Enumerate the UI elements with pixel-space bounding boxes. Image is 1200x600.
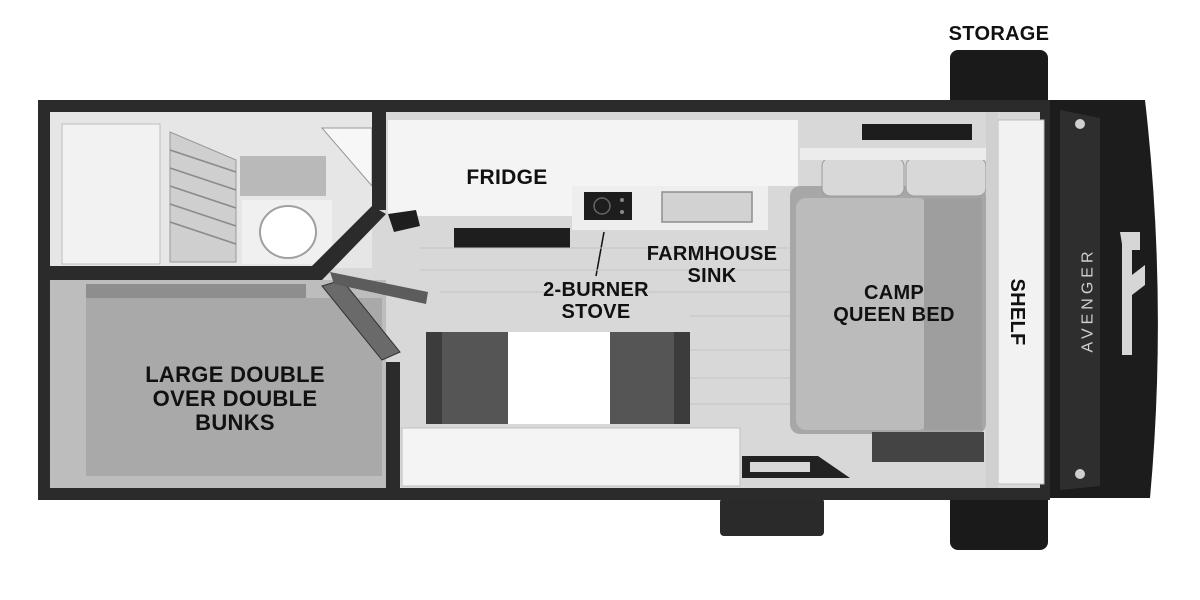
burner-icon <box>593 197 611 215</box>
sink-label: FARMHOUSE SINK <box>632 243 792 287</box>
bed-sheet-right <box>924 198 982 430</box>
kitchen-door-arm <box>330 272 428 304</box>
bunk-ladder-shadow <box>86 284 306 298</box>
bunks-label: LARGE DOUBLE OVER DOUBLE BUNKS <box>118 363 352 434</box>
bed-label-line-1: CAMP <box>863 282 925 304</box>
headboard <box>800 148 986 160</box>
sink-icon <box>661 191 753 223</box>
stove-label-line-2: STOVE <box>561 300 631 323</box>
floor-planks <box>420 247 800 405</box>
shelf-label: SHELF <box>1005 278 1028 346</box>
fridge <box>388 120 572 216</box>
bunks-label-line-1: LARGE DOUBLE <box>145 362 325 387</box>
toilet-icon <box>259 205 317 259</box>
range-hood <box>454 228 570 248</box>
bed-mattress <box>796 198 928 430</box>
bathroom-bottom-wall <box>50 266 312 280</box>
sink-label-line-2: SINK <box>687 264 737 287</box>
brand-logo-icon <box>1120 232 1145 355</box>
bunk-mattress <box>86 298 382 476</box>
shower-louvers <box>169 149 237 245</box>
pillow-left <box>821 157 905 197</box>
storage-bin-bottom <box>950 492 1048 550</box>
storage-label: STORAGE <box>948 23 1050 45</box>
dinette-table <box>508 332 612 424</box>
marker-light-icon <box>1075 469 1085 479</box>
storage-bin-top <box>950 50 1048 108</box>
kitchen-door <box>388 210 420 232</box>
marker-light-icon <box>1075 119 1085 129</box>
dinette-seat-right-back <box>674 332 690 424</box>
fridge-label: FRIDGE <box>466 166 548 189</box>
dinette-seat-left-back <box>426 332 442 424</box>
bathroom-right-wall <box>372 112 386 210</box>
bathroom-vanity <box>61 123 161 265</box>
skylight-icon <box>862 124 922 140</box>
burner-icon <box>620 210 624 214</box>
bed-step <box>872 432 984 462</box>
shelf <box>997 119 1045 485</box>
sink-label-line-1: FARMHOUSE <box>646 243 778 265</box>
bed-divider-wall <box>986 112 998 488</box>
entry-step <box>720 498 824 536</box>
bathroom-angled-wall <box>312 206 386 280</box>
bed-label-line-2: QUEEN BED <box>833 303 955 326</box>
kitchen-counter <box>572 120 798 186</box>
burner-icon <box>620 198 624 202</box>
pillow-right <box>905 157 987 197</box>
stove-icon <box>584 192 632 220</box>
bottom-counter <box>401 427 741 487</box>
stove-label: 2-BURNER STOVE <box>526 279 666 323</box>
bunks-label-line-2: OVER DOUBLE <box>152 385 318 411</box>
bathroom-counter <box>240 156 326 196</box>
stove-label-line-1: 2-BURNER <box>543 279 649 301</box>
bunk-right-wall <box>386 362 400 488</box>
brand-wordmark: AVENGER <box>1079 247 1097 353</box>
front-cap-panel <box>1060 110 1100 490</box>
entry-door-inner <box>750 462 810 472</box>
bed-label: CAMP QUEEN BED <box>814 282 974 326</box>
bunks-label-line-3: BUNKS <box>195 409 275 435</box>
stove-leader-line <box>595 231 605 277</box>
skylight-icon <box>922 124 972 140</box>
